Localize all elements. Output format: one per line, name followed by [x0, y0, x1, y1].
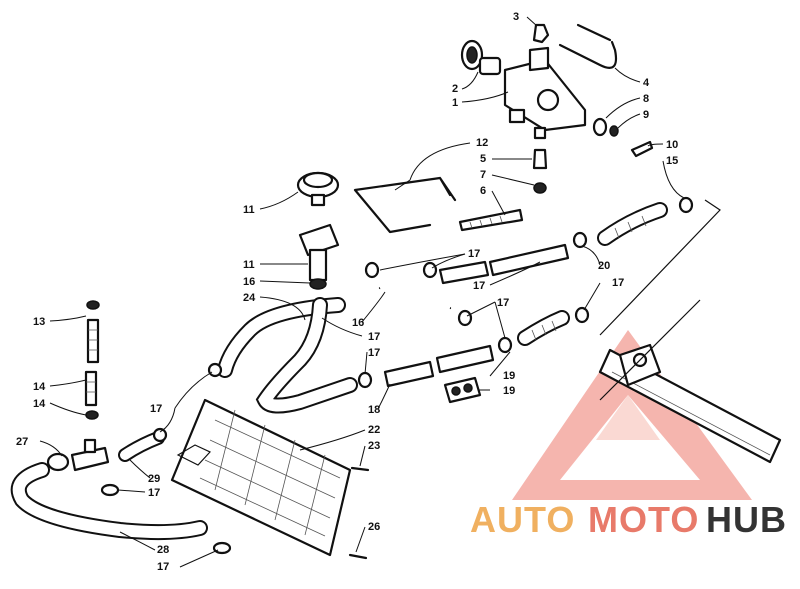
callout-labels: 3 2 1 4 8 9 10 15 12 5 7 6 11 10 11 16 2… [16, 11, 678, 573]
callout-20: 19 [503, 385, 515, 397]
callout-4: 4 [643, 77, 650, 89]
expansion-tank [503, 46, 587, 140]
callout-17a: 15 [666, 155, 678, 167]
callout-13: 12 [476, 137, 488, 149]
callout-6: 6 [480, 185, 486, 197]
tube-19-lower [383, 344, 495, 388]
callout-19b: 18 [368, 404, 380, 416]
callout-14a: 13 [33, 316, 45, 328]
callout-10: 10 [666, 139, 678, 151]
hose-16 [378, 280, 452, 313]
radiator-cap [296, 171, 340, 207]
callout-9: 9 [643, 109, 649, 121]
drain-fitting [458, 148, 548, 232]
hose-22 [597, 202, 668, 246]
hose-28 [10, 462, 208, 541]
fitting-top [532, 23, 550, 44]
callout-25: 23 [368, 440, 380, 452]
watermark-triangle [512, 330, 752, 500]
callout-17b: 16 [243, 276, 255, 288]
callout-11-text: 11 [243, 259, 255, 271]
support-bracket [353, 176, 457, 234]
callout-23: 24 [243, 292, 256, 304]
callout-19a: 17 [473, 280, 485, 292]
hose-18 [255, 297, 358, 414]
callout-1: 1 [452, 97, 458, 109]
callout-18: 17 [368, 331, 380, 343]
heat-exchanger [598, 199, 782, 464]
callout-17f: 17 [612, 277, 624, 289]
spacer-block [443, 376, 482, 404]
watermark-logo: AUTO MOTO HUB [470, 499, 787, 540]
callout-14b: 14 [33, 398, 46, 410]
tank-cap [460, 39, 502, 76]
callout-17g: 17 [150, 403, 162, 415]
callout-17e: 17 [497, 297, 509, 309]
bypass-hose-14 [86, 300, 100, 364]
callout-5: 5 [480, 153, 486, 165]
washer [592, 117, 654, 158]
callout-3: 3 [513, 11, 519, 23]
callout-2: 2 [452, 83, 458, 95]
bypass-hose-15 [84, 370, 99, 420]
watermark-moto: MOTO [588, 499, 699, 540]
leader-lines [39, 16, 685, 568]
callout-17d: 17 [368, 347, 380, 359]
callout-8: 8 [643, 93, 649, 105]
callout-12: 11 [243, 204, 255, 216]
callout-26-text: 26 [368, 521, 380, 533]
watermark-auto: AUTO [470, 499, 575, 540]
tube-19-upper [438, 243, 570, 285]
bolt [348, 466, 370, 560]
callout-29: 29 [148, 473, 160, 485]
hose-29 [118, 431, 165, 462]
callout-15: 14 [33, 381, 46, 393]
hose-21 [517, 310, 570, 346]
watermark-hub: HUB [706, 499, 787, 540]
callout-17i: 17 [157, 561, 169, 573]
filler-neck [298, 223, 340, 290]
callout-17c: 17 [468, 248, 480, 260]
callout-22: 20 [598, 260, 610, 272]
callout-7: 7 [480, 169, 486, 181]
t-fitting [46, 438, 110, 472]
callout-28: 28 [157, 544, 169, 556]
callout-21: 19 [503, 370, 515, 382]
callout-24: 22 [368, 424, 380, 436]
overflow-hose [558, 23, 618, 69]
callout-27-text: 27 [16, 436, 28, 448]
radiator [170, 398, 352, 557]
hose-23 [217, 297, 346, 378]
callout-16-text: 16 [352, 317, 364, 329]
callout-17h: 17 [148, 487, 160, 499]
